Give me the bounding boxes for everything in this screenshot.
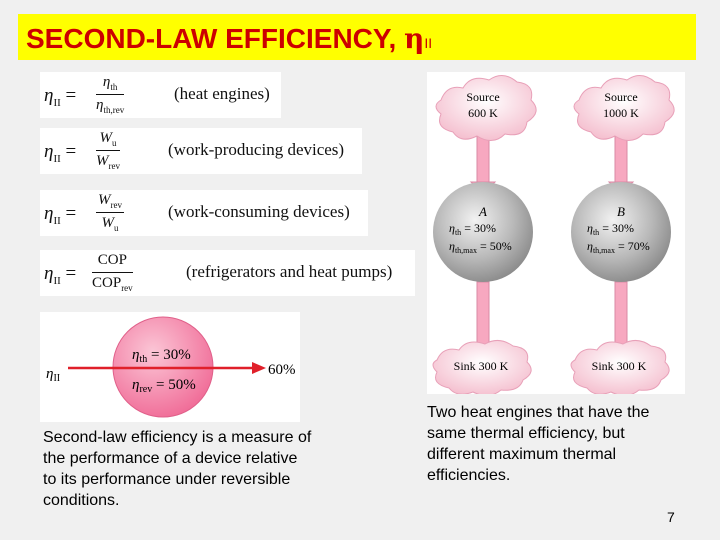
equation-lhs: ηII =	[44, 263, 76, 287]
equation-refrigerators: ηII = COP COPrev (refrigerators and heat…	[40, 250, 415, 296]
source-label-b: Source	[604, 90, 637, 104]
equation-lhs: ηII =	[44, 203, 76, 227]
title-main: SECOND-LAW EFFICIENCY,	[26, 23, 396, 54]
two-engines-diagram: Source 600 K A ηth = 30% ηth,max = 50% S…	[427, 72, 685, 394]
left-caption: Second-law efficiency is a measure of th…	[43, 427, 313, 511]
title-subscript: II	[424, 35, 432, 51]
sink-label-b: Sink 300 K	[592, 359, 647, 373]
page-number: 7	[667, 509, 675, 525]
engine-a: Source 600 K A ηth = 30% ηth,max = 50% S…	[433, 75, 536, 394]
engine-name-a: A	[478, 204, 487, 219]
equation-lhs: ηII =	[44, 141, 76, 165]
engine-name-b: B	[617, 204, 625, 219]
vessel-label: ηII	[46, 366, 60, 384]
equation-fraction: Wrev Wu	[96, 192, 124, 233]
equation-work-consuming: ηII = Wrev Wu (work-consuming devices)	[40, 190, 368, 236]
equation-description: (refrigerators and heat pumps)	[186, 262, 392, 282]
title-bar: SECOND-LAW EFFICIENCY, ηII	[18, 14, 696, 60]
efficiency-arrow-head	[252, 362, 266, 374]
equation-description: (work-producing devices)	[168, 140, 344, 160]
arrow-shaft-lower-b	[615, 282, 627, 346]
title-eta-symbol: η	[404, 22, 424, 55]
equation-fraction: COP COPrev	[92, 252, 133, 293]
right-caption: Two heat engines that have the same ther…	[427, 402, 677, 486]
sink-label-a: Sink 300 K	[454, 359, 509, 373]
source-temp-a: 600 K	[468, 106, 498, 120]
equation-fraction: Wu Wrev	[96, 130, 120, 171]
engine-b: Source 1000 K B ηth = 30% ηth,max = 70% …	[571, 75, 674, 394]
equation-heat-engines: ηII = ηth ηth,rev (heat engines)	[40, 72, 281, 118]
source-label-a: Source	[466, 90, 499, 104]
equation-work-producing: ηII = Wu Wrev (work-producing devices)	[40, 128, 362, 174]
equation-lhs: ηII =	[44, 85, 76, 109]
efficiency-vessel-diagram: ηII ηth = 30% ηrev = 50% 60%	[40, 312, 300, 422]
equation-description: (work-consuming devices)	[168, 202, 350, 222]
arrow-shaft-lower-a	[477, 282, 489, 346]
equation-description: (heat engines)	[174, 84, 270, 104]
equation-fraction: ηth ηth,rev	[96, 74, 124, 115]
source-temp-b: 1000 K	[603, 106, 639, 120]
vessel-result: 60%	[268, 362, 296, 378]
slide-title: SECOND-LAW EFFICIENCY, ηII	[26, 22, 432, 55]
